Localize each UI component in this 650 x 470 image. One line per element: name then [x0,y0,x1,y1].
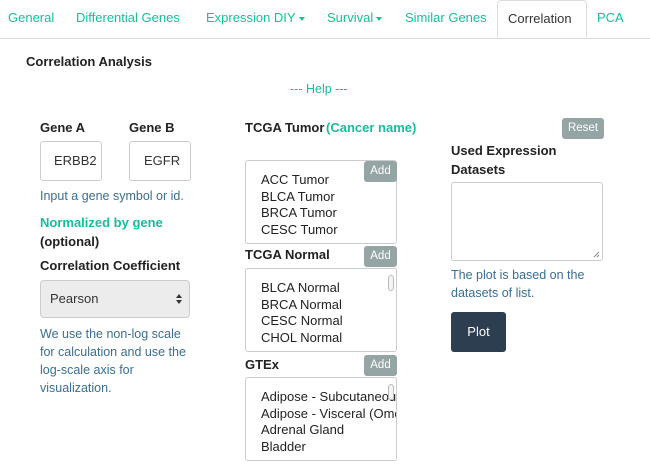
tab-correlation[interactable]: Correlation [497,0,587,38]
list-item[interactable]: CHOL Normal [261,329,343,345]
tab-survival[interactable]: Survival [327,0,383,38]
gene-a-label: Gene A [40,120,86,135]
tab-general-label: General [8,10,55,25]
list-item[interactable]: BRCA Normal [261,296,342,312]
gene-a-input[interactable]: ERBB2 [40,141,102,181]
scrollbar-thumb[interactable] [388,384,394,400]
list-item[interactable]: CESC Tumor [261,221,338,237]
used-datasets-textarea[interactable] [451,182,603,261]
tab-expression-diy[interactable]: Expression DIY [206,0,305,38]
tab-differential-genes-label: Differential Genes [76,10,180,25]
tab-similar-genes[interactable]: Similar Genes [405,0,487,38]
tab-expression-diy-label: Expression DIY [206,10,296,25]
tab-similar-genes-label: Similar Genes [405,10,487,25]
tcga-tumor-label: TCGA Tumor [245,120,325,135]
tab-pca-label: PCA [597,10,624,25]
tab-correlation-label: Correlation [508,11,572,26]
cancer-name-link[interactable]: (Cancer name) [326,120,417,135]
list-item[interactable]: ACC Tumor [261,172,329,187]
used-datasets-label: Used Expression Datasets [451,143,557,177]
list-item[interactable]: BLCA Normal [261,280,340,295]
optional-label: (optional) [40,234,100,249]
tab-pca[interactable]: PCA [597,0,624,38]
correlation-coefficient-select[interactable]: Pearson [40,280,190,318]
gtex-add-button[interactable]: Add [364,355,397,376]
tcga-normal-label: TCGA Normal [245,247,330,262]
section-title: Correlation Analysis [26,54,152,69]
tab-survival-label: Survival [327,10,374,25]
normalized-by-gene-link[interactable]: Normalized by gene [40,215,163,230]
tcga-normal-add-button[interactable]: Add [364,246,397,267]
list-item[interactable]: BRCA Tumor [261,205,337,220]
correlation-coefficient-value: Pearson [50,291,99,306]
tcga-normal-listbox[interactable]: BLCA Normal BRCA Normal CESC Normal CHOL… [245,268,397,352]
tcga-tumor-add-button[interactable]: Add [364,161,397,182]
gene-b-input[interactable]: EGFR [129,141,191,181]
dropdown-caret-icon [376,16,383,21]
correlation-coefficient-label: Correlation Coefficient [40,258,181,273]
resize-grip-icon[interactable] [593,251,600,258]
gene-hint: Input a gene symbol or id. [40,189,184,203]
coefficient-note: We use the non-log scale for calculation… [40,327,186,395]
list-item[interactable]: CESC Normal [261,313,343,328]
gtex-label: GTEx [245,357,279,372]
gene-b-label: Gene B [129,120,175,135]
plot-button[interactable]: Plot [451,312,506,352]
top-nav: General Differential Genes Expression DI… [0,0,650,39]
list-item[interactable]: Adipose - Subcutaneous [261,389,397,404]
list-item[interactable]: BLCA Tumor [261,188,335,204]
plot-note: The plot is based on the datasets of lis… [451,268,585,300]
list-item[interactable]: Adrenal Gland [261,422,345,437]
help-link[interactable]: --- Help --- [290,82,348,96]
dropdown-caret-icon [298,16,305,21]
tab-general[interactable]: General [8,0,54,38]
gtex-listbox[interactable]: Adipose - Subcutaneous Adipose - Viscera… [245,377,397,461]
reset-button[interactable]: Reset [562,118,604,139]
select-updown-icon [176,294,182,304]
scrollbar-thumb[interactable] [388,275,394,291]
list-item[interactable]: Bladder [261,438,306,454]
tab-differential-genes[interactable]: Differential Genes [76,0,180,38]
list-item[interactable]: Adipose - Visceral (Omentum) [261,405,396,421]
